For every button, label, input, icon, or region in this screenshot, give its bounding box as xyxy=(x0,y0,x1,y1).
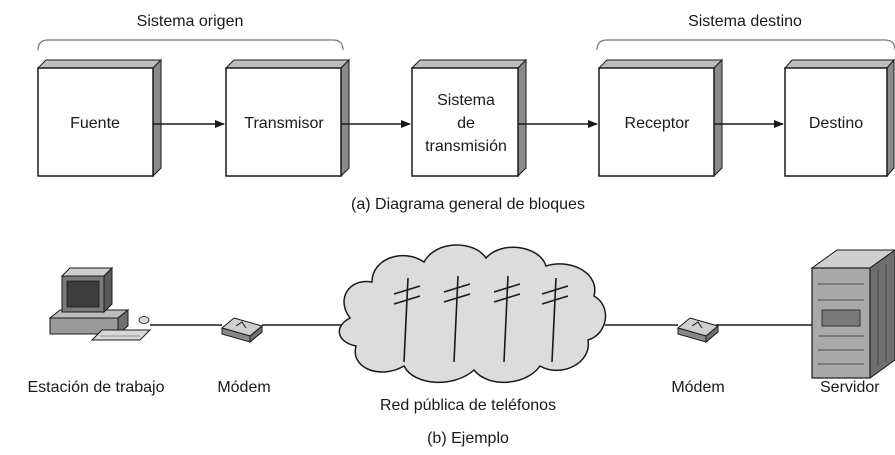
block-transmission-label-2: de xyxy=(457,115,475,132)
block-transmission-system: Sistema de transmisión xyxy=(410,58,528,178)
workstation-icon xyxy=(48,266,152,341)
label-server: Servidor xyxy=(820,379,880,396)
telephone-network-cloud xyxy=(338,244,607,383)
pole-3-icon xyxy=(493,275,521,363)
block-transmission-label-1: Sistema xyxy=(437,92,495,109)
block-receiver: Receptor xyxy=(597,58,724,178)
caption-a: (a) Diagrama general de bloques xyxy=(351,196,585,213)
block-destination: Destino xyxy=(783,58,895,178)
part-a-block-diagram: Sistema origen Sistema destino Fuente Tr… xyxy=(36,13,895,213)
pole-4-icon xyxy=(541,277,569,363)
caption-b: (b) Ejemplo xyxy=(427,430,509,447)
server-icon xyxy=(810,249,895,379)
group-label-destination: Sistema destino xyxy=(688,13,802,30)
block-transmission-label-3: transmisión xyxy=(425,138,507,155)
brace-origin xyxy=(37,39,344,51)
block-source: Fuente xyxy=(36,58,163,178)
label-network: Red pública de teléfonos xyxy=(380,397,556,414)
block-transmitter-label: Transmisor xyxy=(244,115,324,132)
group-label-origin: Sistema origen xyxy=(137,13,244,30)
part-b-example: Estación de trabajo Módem xyxy=(28,244,895,447)
block-source-label: Fuente xyxy=(70,115,120,132)
block-receiver-label: Receptor xyxy=(625,115,691,132)
label-modem-left: Módem xyxy=(217,379,270,396)
block-destination-label: Destino xyxy=(809,115,863,132)
pole-2-icon xyxy=(443,275,471,363)
pole-1-icon xyxy=(393,277,421,363)
block-transmitter: Transmisor xyxy=(224,58,351,178)
label-modem-right: Módem xyxy=(671,379,724,396)
modem-left-icon xyxy=(220,317,264,344)
brace-destination xyxy=(596,39,895,51)
modem-right-icon xyxy=(676,317,720,344)
label-workstation: Estación de trabajo xyxy=(28,379,165,396)
